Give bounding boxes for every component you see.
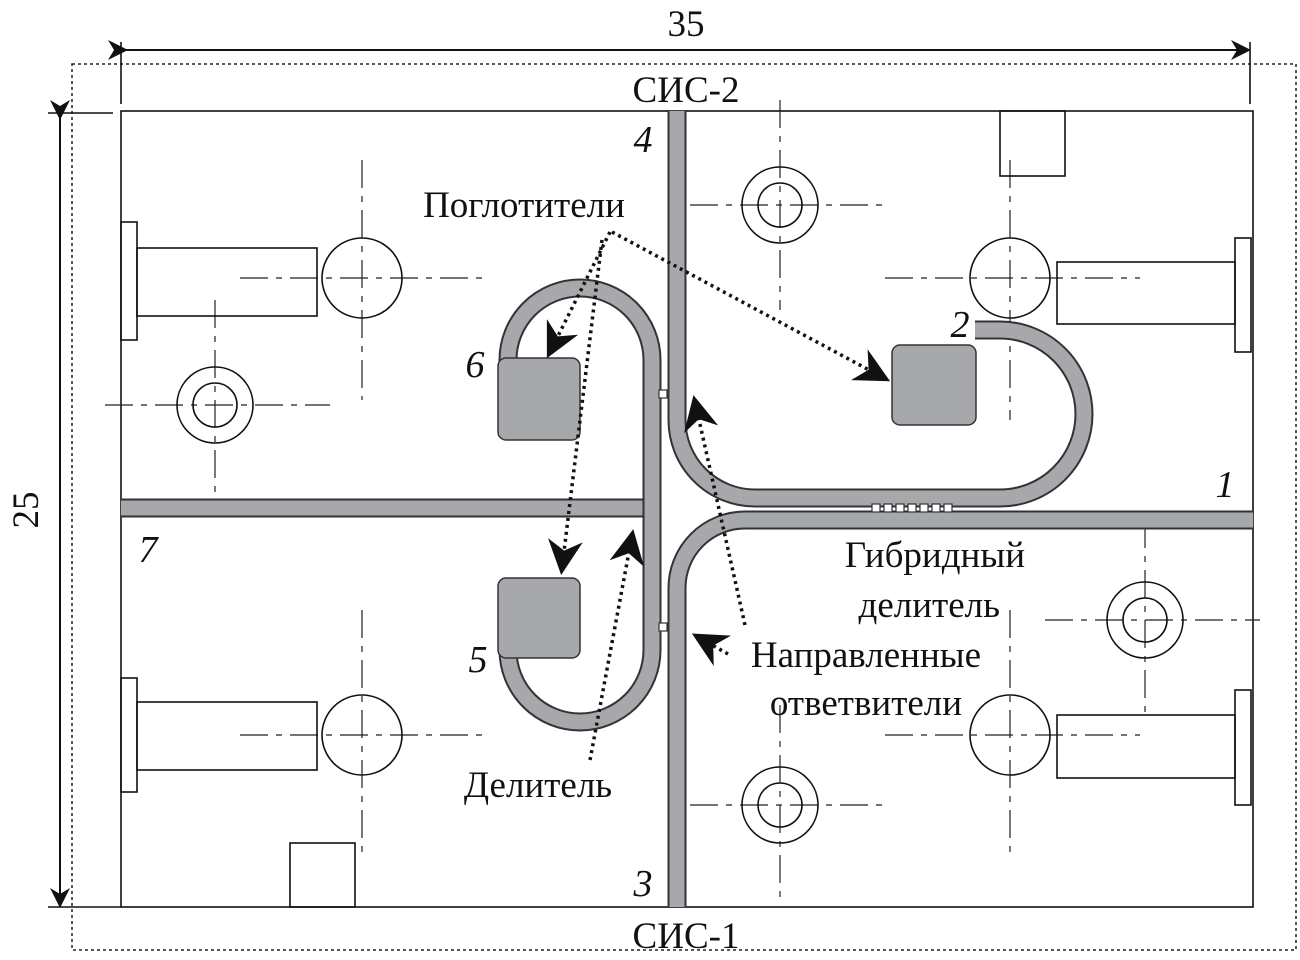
center-lines — [105, 100, 1260, 905]
port-number-3: 3 — [633, 863, 653, 905]
port-label-sis2: СИС-2 — [633, 70, 740, 111]
absorber-pads — [497, 344, 977, 659]
hybrid-label-line2: делитель — [859, 585, 1000, 626]
couplers-label-line2: ответвители — [770, 683, 962, 724]
port-number-4: 4 — [634, 119, 653, 161]
coupler-slots — [658, 389, 953, 632]
connector-top-right — [969, 237, 1252, 353]
width-dimension — [108, 40, 1251, 104]
hybrid-label-line1: Гибридный — [845, 535, 1025, 576]
outer-boundary — [71, 63, 1297, 951]
height-dimension — [48, 100, 121, 908]
port-number-7: 7 — [139, 529, 160, 571]
port-number-5: 5 — [469, 639, 488, 681]
mounting-holes — [176, 166, 1184, 844]
annotation-arrows — [546, 230, 891, 761]
connector-top-left — [120, 221, 403, 341]
pin-block-top — [999, 110, 1066, 177]
connector-bottom-right — [969, 689, 1252, 806]
microstrip-traces — [121, 111, 1253, 907]
connector-bottom-left — [120, 677, 403, 793]
port-number-6: 6 — [466, 344, 485, 386]
height-label: 25 — [6, 492, 47, 529]
pin-block-bottom — [289, 842, 356, 908]
couplers-label-line1: Направленные — [751, 635, 981, 676]
port-number-2: 2 — [951, 304, 970, 346]
port-number-1: 1 — [1216, 464, 1235, 506]
width-label: 35 — [668, 4, 705, 45]
absorbers-label: Поглотители — [423, 185, 625, 226]
divider-label: Делитель — [464, 765, 612, 806]
port-label-sis1: СИС-1 — [633, 916, 740, 957]
